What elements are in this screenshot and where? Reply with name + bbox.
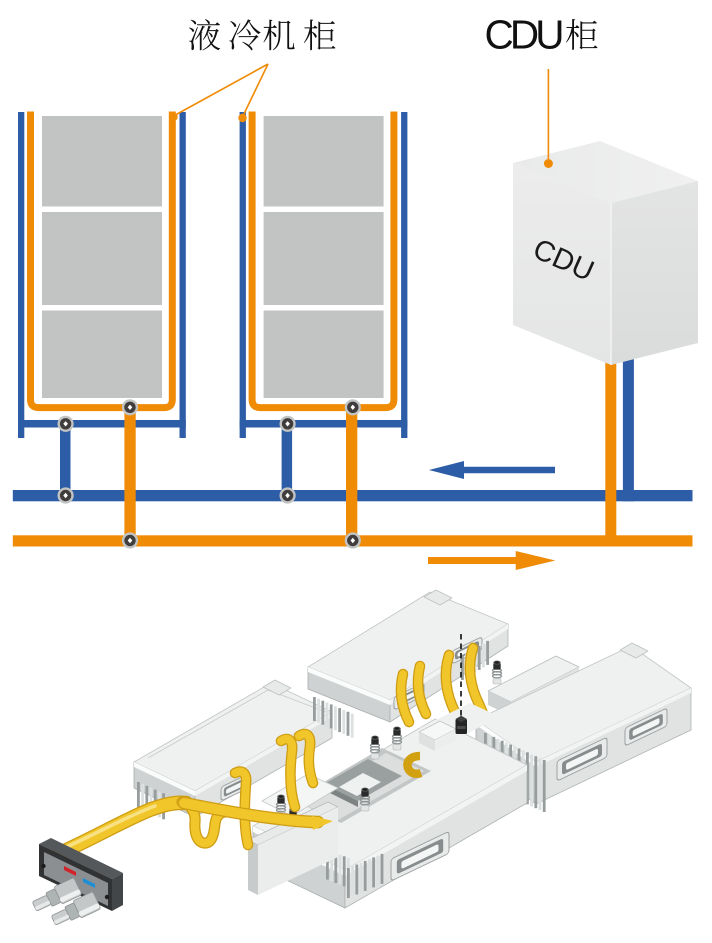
svg-text:CDU: CDU: [485, 11, 565, 57]
